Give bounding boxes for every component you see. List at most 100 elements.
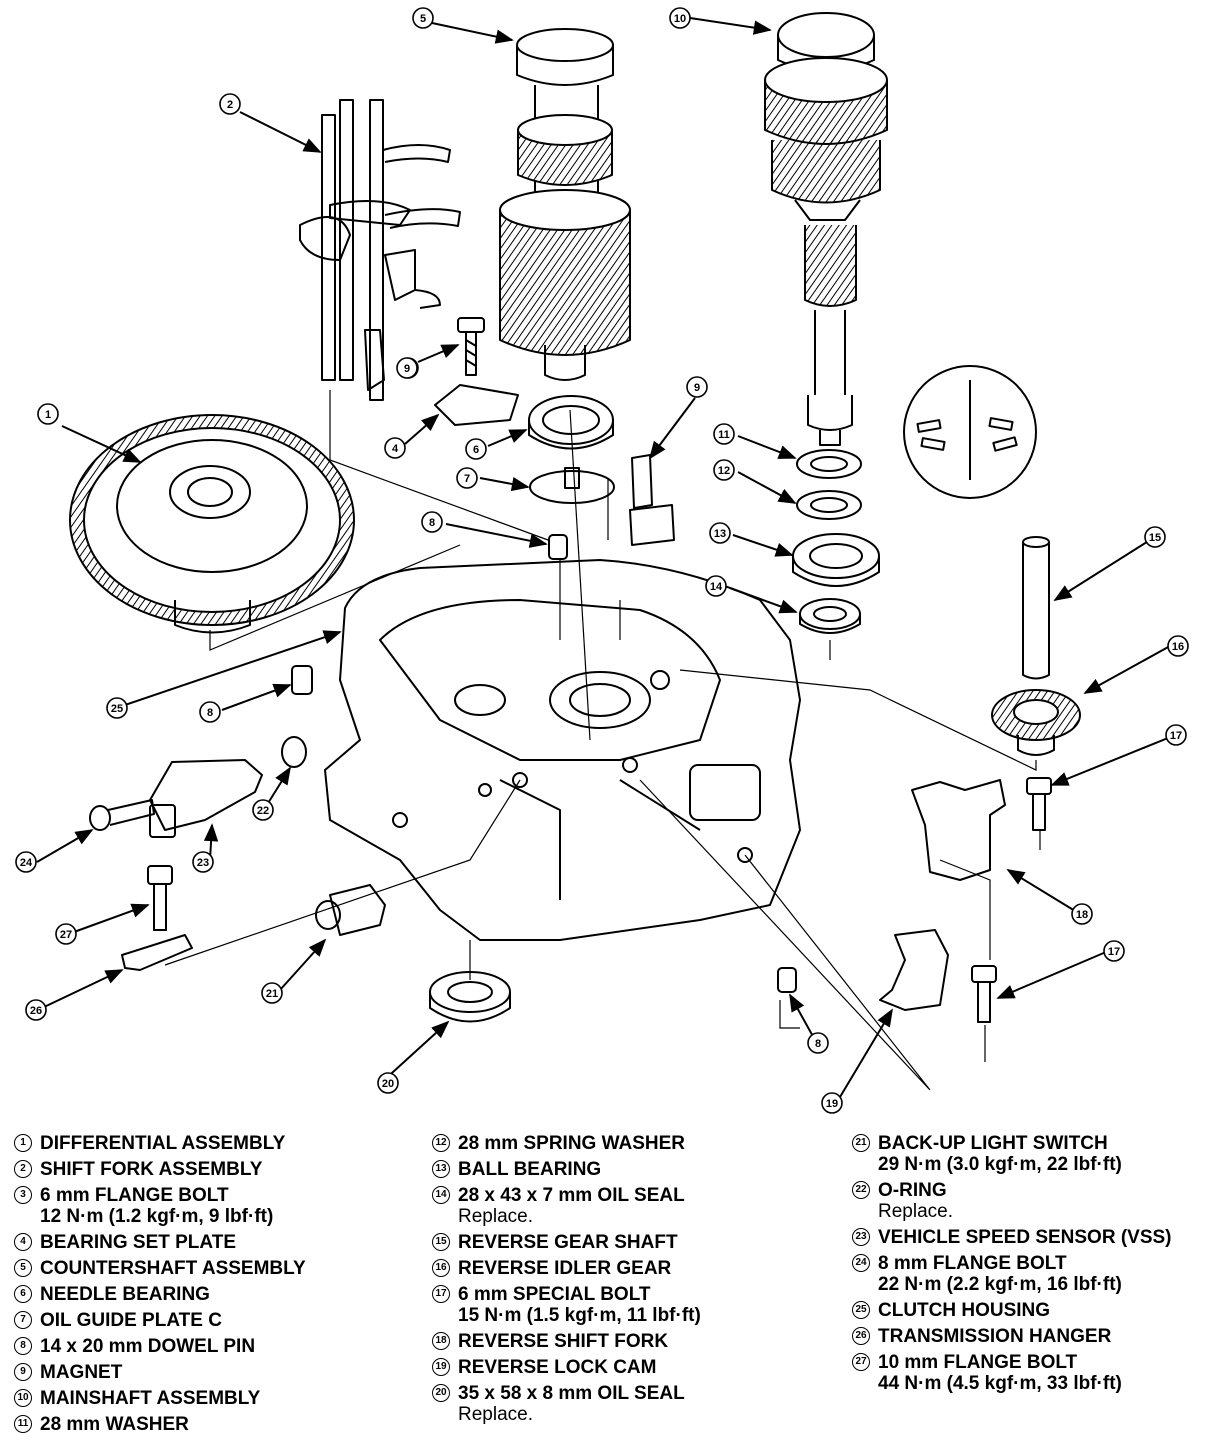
legend-note: Replace. [458, 1206, 533, 1227]
callout-17: 17 [1103, 940, 1125, 962]
callout-number: 1 [45, 409, 51, 421]
o-ring [281, 736, 307, 768]
callout-number: 22 [257, 805, 269, 817]
legend-label: O-RING [878, 1180, 947, 1201]
callout-4: 4 [384, 437, 406, 459]
callout-markers: 1234567888991011121314151617171819202122… [15, 7, 1189, 1114]
callout-27: 27 [55, 923, 77, 945]
callout-11: 11 [713, 423, 735, 445]
legend-label: 8 mm FLANGE BOLT [878, 1253, 1067, 1274]
reverse-lock-cam [879, 929, 949, 1011]
alignment-lines [164, 390, 1041, 1091]
legend-torque: 22 N·m (2.2 kgf·m, 16 lbf·ft) [878, 1274, 1122, 1295]
legend-number: 5 [14, 1259, 32, 1277]
callout-number: 7 [464, 473, 470, 485]
reverse-shift-fork [911, 779, 1006, 881]
callout-number: 11 [718, 429, 730, 441]
mainshaft-assembly [764, 12, 888, 446]
legend-item-2: 2 SHIFT FORK ASSEMBLY [14, 1159, 306, 1180]
legend-note: Replace. [878, 1201, 953, 1222]
legend-label: SHIFT FORK ASSEMBLY [40, 1159, 263, 1180]
callout-18: 18 [1071, 903, 1093, 925]
callout-number: 16 [1172, 641, 1184, 653]
callout-26: 26 [25, 999, 47, 1021]
callout-13: 13 [709, 522, 731, 544]
callout-8: 8 [199, 701, 221, 723]
callout-number: 24 [20, 857, 33, 869]
legend-number: 4 [14, 1233, 32, 1251]
callout-number: 15 [1149, 532, 1161, 544]
callout-number: 8 [207, 707, 213, 719]
dowel-pin [777, 967, 797, 993]
callout-number: 27 [60, 929, 72, 941]
callout-number: 26 [30, 1005, 42, 1017]
legend-number: 2 [14, 1160, 32, 1178]
leader-arrows [36, 17, 1171, 1098]
callout-number: 13 [714, 528, 726, 540]
legend-label: NEEDLE BEARING [40, 1284, 210, 1305]
legend-note: Replace. [458, 1404, 533, 1425]
legend-label: CLUTCH HOUSING [878, 1300, 1051, 1321]
legend-label: VEHICLE SPEED SENSOR (VSS) [878, 1227, 1172, 1248]
legend-label: REVERSE SHIFT FORK [458, 1331, 669, 1352]
legend-number: 14 [432, 1186, 450, 1204]
legend-number: 15 [432, 1233, 450, 1251]
callout-25: 25 [106, 697, 128, 719]
callout-8: 8 [807, 1032, 829, 1054]
legend-number: 20 [432, 1384, 450, 1402]
legend-item-15: 15 REVERSE GEAR SHAFT [432, 1232, 701, 1253]
callout-number: 17 [1108, 946, 1120, 958]
callout-number: 18 [1076, 909, 1088, 921]
callout-number: 12 [718, 465, 730, 477]
callout-number: 19 [826, 1098, 838, 1110]
callout-22: 22 [252, 799, 274, 821]
callout-number: 6 [473, 444, 479, 456]
countershaft-assembly [499, 28, 631, 381]
callout-21: 21 [261, 982, 283, 1004]
vehicle-speed-sensor [149, 759, 263, 838]
legend-label: 28 mm SPRING WASHER [458, 1133, 685, 1154]
callout-19: 19 [821, 1092, 843, 1114]
legend-number: 22 [852, 1181, 870, 1199]
legend-number: 6 [14, 1285, 32, 1303]
callout-number: 9 [694, 382, 700, 394]
spring-washer-28mm [796, 490, 862, 520]
legend-number: 10 [14, 1389, 32, 1407]
legend-label: TRANSMISSION HANGER [878, 1326, 1112, 1347]
legend-label: 6 mm SPECIAL BOLT [458, 1284, 651, 1305]
legend-label: 28 x 43 x 7 mm OIL SEAL [458, 1185, 685, 1206]
legend-label: REVERSE GEAR SHAFT [458, 1232, 678, 1253]
callout-number: 9 [404, 363, 410, 375]
callout-number: 21 [266, 988, 278, 1000]
legend-label: 10 mm FLANGE BOLT [878, 1352, 1078, 1373]
callout-1: 1 [37, 403, 59, 425]
legend-number: 8 [14, 1337, 32, 1355]
callout-6: 6 [465, 438, 487, 460]
legend-label: BEARING SET PLATE [40, 1232, 236, 1253]
back-up-light-switch [315, 884, 386, 936]
callout-number: 20 [382, 1078, 394, 1090]
clutch-housing [324, 559, 801, 941]
legend-label: DIFFERENTIAL ASSEMBLY [40, 1133, 286, 1154]
legend-label: 35 x 58 x 8 mm OIL SEAL [458, 1383, 685, 1404]
legend-number: 12 [432, 1134, 450, 1152]
legend-number: 9 [14, 1363, 32, 1381]
bearing-set-plate [434, 384, 519, 426]
dowel-pin [291, 665, 313, 695]
